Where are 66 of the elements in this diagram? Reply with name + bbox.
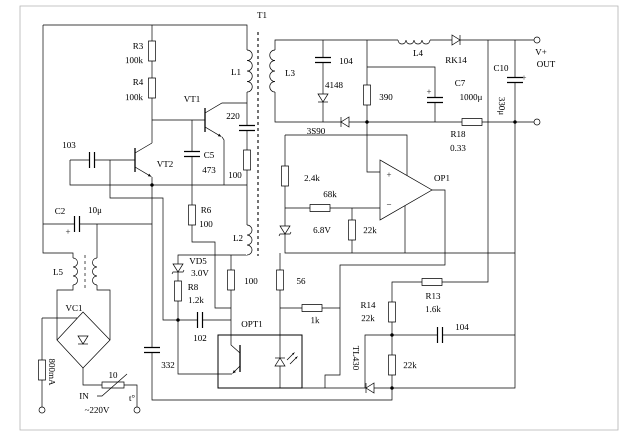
component-label: 1.2k — [188, 296, 204, 304]
component-label: 330μ — [497, 97, 505, 115]
component-label: T1 — [257, 12, 266, 18]
component-label: 220 — [226, 112, 240, 120]
polarity-sign: − — [386, 204, 392, 205]
component-label: 100 — [245, 278, 258, 284]
component-label: 100 — [229, 172, 242, 178]
component-label: L2 — [233, 235, 242, 241]
component-label: VT2 — [156, 160, 173, 168]
component-label: VD5 — [189, 258, 206, 264]
component-label: 473 — [202, 166, 216, 174]
component-label: 10 — [109, 372, 118, 378]
component-label: TL430 — [352, 346, 360, 370]
component-label: 3.0V — [192, 270, 209, 276]
component-label: C2 — [55, 208, 65, 214]
component-label: L3 — [285, 70, 295, 76]
component-label: 800mA — [48, 358, 56, 386]
component-label: R8 — [188, 284, 198, 290]
component-label: 0.33 — [450, 144, 466, 152]
component-label: 3S90 — [307, 128, 325, 134]
polarity-sign: + — [66, 229, 70, 234]
polarity-sign: + — [386, 172, 392, 177]
component-label: R14 — [360, 302, 376, 308]
component-label: 4148 — [325, 82, 343, 88]
component-label: C5 — [204, 152, 214, 158]
component-label: VT1 — [184, 96, 200, 102]
component-label: 2.4k — [304, 174, 320, 182]
polarity-sign: + — [426, 89, 432, 94]
component-label: 102 — [194, 334, 206, 342]
component-label: V+ — [535, 48, 546, 56]
component-label: VC1 — [66, 304, 82, 312]
component-label: 6.8V — [314, 226, 331, 234]
component-label: R3 — [133, 42, 143, 50]
component-label: IN — [80, 393, 89, 399]
component-label: L5 — [53, 269, 63, 275]
component-label: ~220V — [84, 406, 110, 414]
component-label: C10 — [494, 64, 508, 72]
component-label: t° — [129, 394, 135, 402]
component-label: 100k — [126, 94, 143, 100]
component-label: 332 — [162, 362, 174, 368]
component-label: R4 — [133, 79, 144, 85]
component-label: 1.6k — [426, 306, 441, 312]
component-label: L4 — [413, 50, 423, 56]
component-label: 104 — [340, 58, 353, 64]
component-label: 10μ — [88, 207, 102, 215]
component-label: 100k — [126, 56, 143, 64]
component-label: C7 — [455, 80, 465, 86]
component-label: OPT1 — [242, 320, 262, 328]
component-label: 22k — [362, 314, 375, 322]
component-label: R6 — [201, 206, 211, 214]
component-label: L1 — [231, 69, 240, 75]
component-label: 22k — [364, 226, 377, 234]
component-label: OP1 — [434, 174, 450, 182]
component-label: 100 — [200, 220, 212, 228]
component-label: 68k — [324, 190, 337, 198]
component-label: R13 — [426, 292, 440, 300]
component-label: 1000μ — [460, 94, 482, 102]
component-label: 103 — [63, 142, 76, 148]
component-label: 56 — [297, 278, 306, 284]
component-label: RK14 — [446, 57, 467, 63]
component-label: 390 — [380, 94, 392, 100]
component-label: OUT — [537, 60, 556, 68]
component-label: R18 — [450, 130, 466, 138]
component-label: 22k — [404, 362, 417, 368]
component-label: 1k — [311, 316, 320, 324]
component-label: 104 — [456, 324, 469, 330]
